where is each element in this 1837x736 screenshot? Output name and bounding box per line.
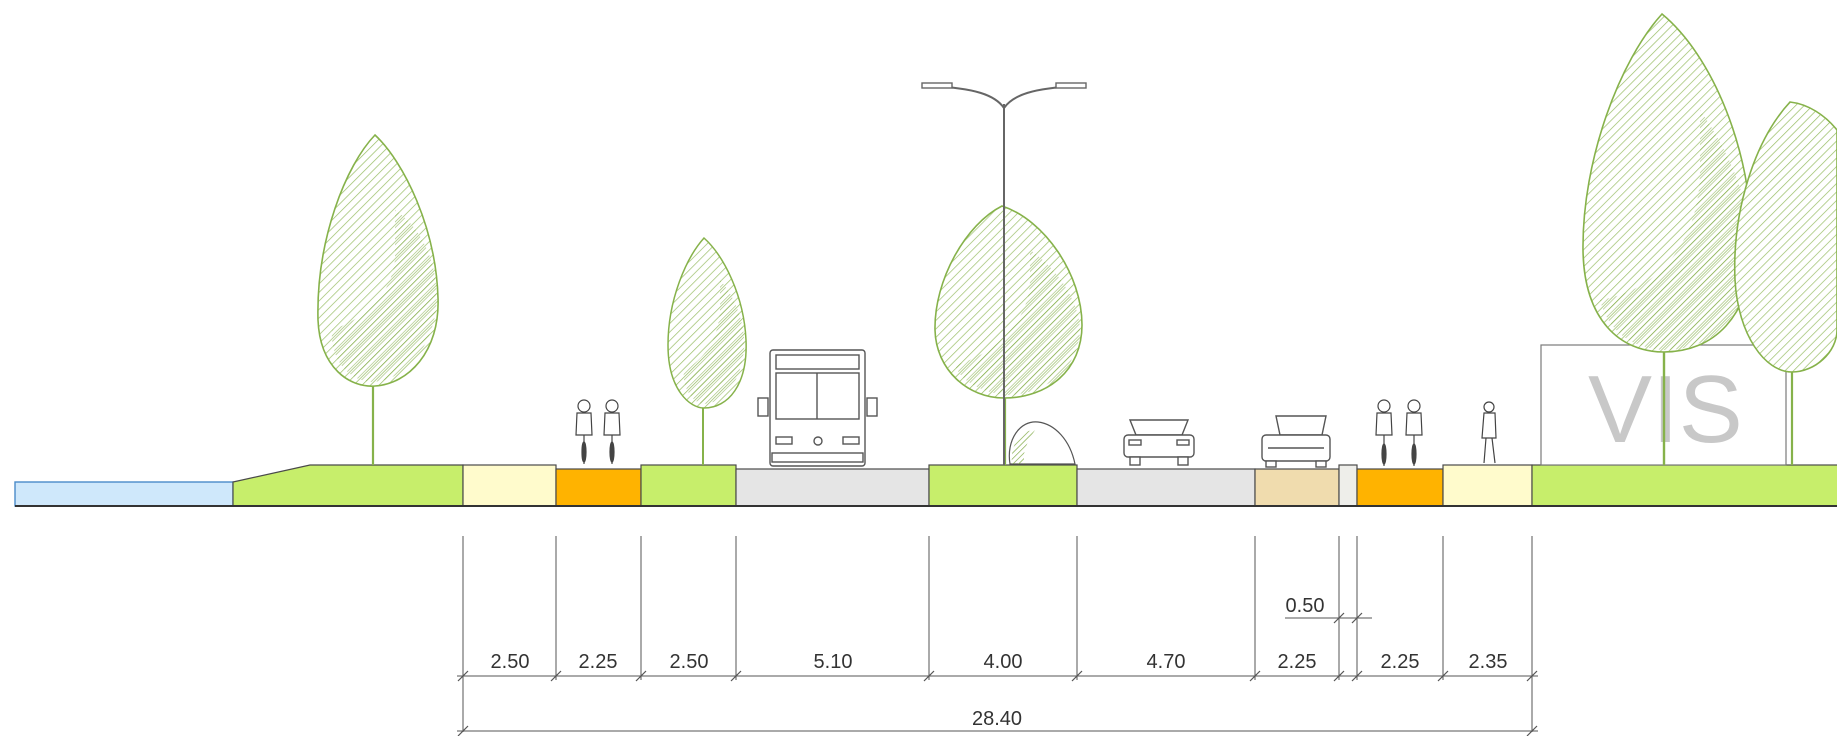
cyclist-right-1 (1375, 399, 1393, 466)
ground-strips (14, 464, 1837, 507)
total-width-label: 28.40 (972, 708, 1022, 730)
width-label-sidewalk-left: 2.50 (491, 651, 530, 673)
water-strip (14, 481, 234, 507)
tree-median (934, 205, 1083, 465)
width-label-median: 4.00 (984, 651, 1023, 673)
width-label-parking: 2.25 (1278, 651, 1317, 673)
cyclist-right-2 (1405, 399, 1423, 466)
planting-strip-left (640, 464, 737, 507)
sidewalk-left (462, 464, 557, 507)
separator-strip (1338, 464, 1358, 507)
embankment-green (232, 464, 464, 507)
width-label-planting-strip: 2.50 (670, 651, 709, 673)
width-label-car-lane: 4.70 (1147, 651, 1186, 673)
parking-strip (1254, 468, 1340, 507)
width-label-bus-lane: 5.10 (814, 651, 853, 673)
green-area-right (1531, 464, 1837, 507)
width-label-separator: 0.50 (1286, 595, 1325, 617)
cyclist-left-2 (603, 399, 621, 464)
bus-lane (735, 468, 930, 507)
car-small (1123, 419, 1195, 466)
bike-lane-left (555, 468, 642, 507)
sidewalk-right (1442, 464, 1533, 507)
cyclist-left-1 (575, 399, 593, 464)
dimension-ticks (457, 612, 1538, 736)
shrub-median (1008, 421, 1076, 465)
width-label-sidewalk-right: 2.35 (1469, 651, 1508, 673)
car-parked (1261, 415, 1331, 468)
tree-right-large (1582, 12, 1753, 465)
car-lane (1076, 468, 1256, 507)
bike-lane-right (1356, 468, 1444, 507)
building-label: VIS (1588, 356, 1743, 463)
width-label-bike-lane-left: 2.25 (579, 651, 618, 673)
width-label-bike-lane-right: 2.25 (1381, 651, 1420, 673)
street-lamp (921, 82, 1087, 465)
central-median (928, 464, 1078, 507)
dimension-labels: 2.50 2.25 2.50 5.10 4.00 4.70 2.25 2.25 … (491, 595, 1508, 730)
tree-left (317, 133, 439, 465)
pedestrian (1481, 401, 1497, 464)
bus (757, 349, 878, 467)
tree-right-edge (1733, 101, 1837, 465)
dimension-lines (457, 536, 1538, 732)
tree-planting-strip (667, 236, 747, 465)
